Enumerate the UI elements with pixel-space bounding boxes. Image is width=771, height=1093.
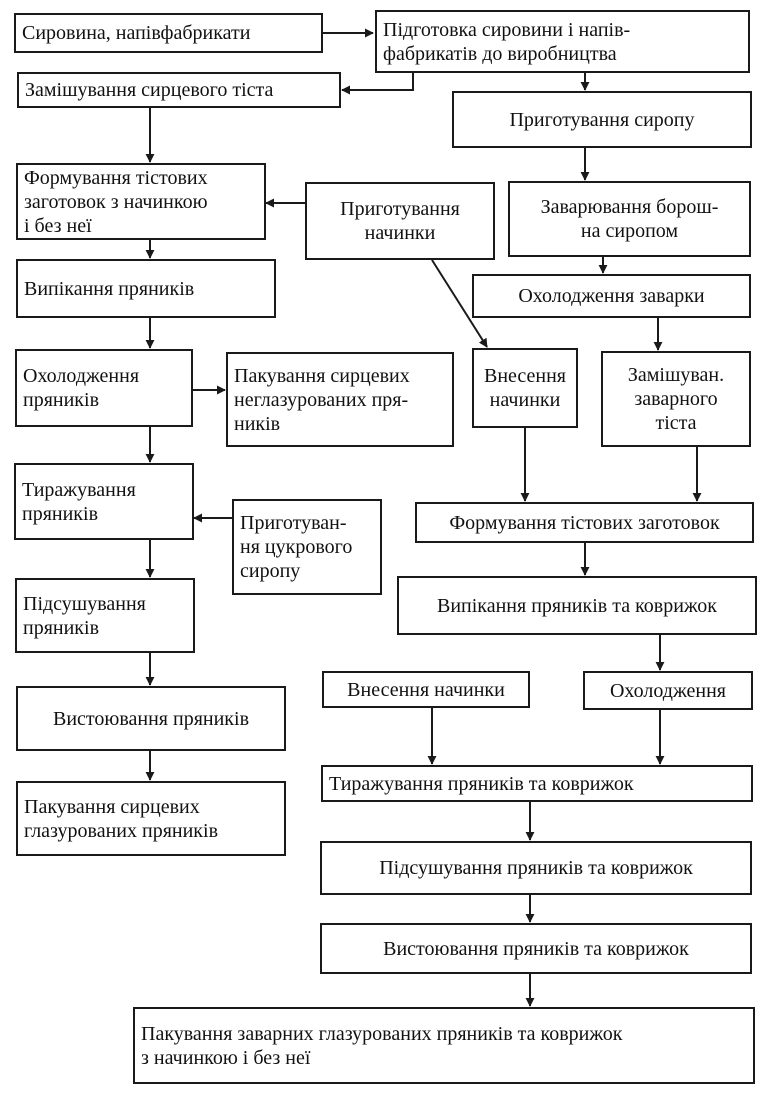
node-syrup-prep-label: Приготування сиропу bbox=[509, 108, 695, 131]
node-resting-right-label: Вистоювання пряників та коврижок bbox=[383, 937, 689, 960]
node-mixing-brewed-label: Замішуван. заварного тіста bbox=[627, 364, 725, 434]
node-baking-left-label: Випікання пряників bbox=[24, 277, 195, 300]
node-drying-left: Підсушування пряників bbox=[15, 578, 195, 653]
node-resting-left-label: Вистоювання пряників bbox=[52, 707, 250, 730]
node-cooling-brew-label: Охолодження заварки bbox=[518, 285, 705, 307]
node-cooling-right-label: Охолодження bbox=[609, 679, 727, 702]
node-raw-materials-label: Сировина, напівфабрикати bbox=[22, 22, 251, 44]
node-mixing-raw-dough: Замішування сирцевого тіста bbox=[17, 72, 341, 108]
node-mixing-raw-dough-label: Замішування сирцевого тіста bbox=[25, 79, 274, 101]
node-forming-left: Формування тістових заготовок з начинкою… bbox=[16, 163, 266, 240]
node-raw-materials: Сировина, напівфабрикати bbox=[14, 13, 323, 53]
node-brewing-flour-label: Заварювання борош- на сиропом bbox=[540, 196, 719, 242]
node-resting-right: Вистоювання пряників та коврижок bbox=[320, 923, 752, 974]
node-baking-left: Випікання пряників bbox=[16, 259, 276, 318]
node-glazing-left: Тиражування пряників bbox=[14, 463, 194, 540]
node-cooling-left: Охолодження пряників bbox=[15, 349, 193, 427]
node-filling-prep: Приготування начинки bbox=[305, 182, 495, 260]
node-drying-right: Підсушування пряників та коврижок bbox=[320, 841, 752, 895]
arrow-preparation-to-mixing bbox=[341, 73, 414, 95]
node-forming-right-label: Формування тістових заготовок bbox=[449, 511, 720, 534]
node-cooling-right: Охолодження bbox=[583, 671, 753, 710]
node-cooling-brew: Охолодження заварки bbox=[472, 274, 751, 318]
node-glazing-left-label: Тиражування пряників bbox=[22, 478, 136, 525]
node-resting-left: Вистоювання пряників bbox=[16, 686, 286, 751]
node-adding-filling-1: Внесення начинки bbox=[472, 348, 578, 428]
node-packing-glazed-raw: Пакування сирцевих глазурованих пряників bbox=[16, 781, 286, 856]
node-cooling-left-label: Охолодження пряників bbox=[23, 365, 140, 411]
node-glazing-right: Тиражування пряників та коврижок bbox=[321, 765, 753, 802]
node-forming-left-label: Формування тістових заготовок з начинкою… bbox=[24, 166, 208, 237]
node-preparation-label: Підготовка сировини і напів- фабрикатів … bbox=[383, 18, 631, 65]
node-baking-right-label: Випікання пряників та коврижок bbox=[437, 594, 717, 617]
node-filling-prep-label: Приготування начинки bbox=[340, 198, 460, 244]
node-mixing-brewed: Замішуван. заварного тіста bbox=[601, 351, 751, 447]
node-adding-filling-2-label: Внесення начинки bbox=[347, 678, 505, 701]
node-baking-right: Випікання пряників та коврижок bbox=[397, 576, 757, 635]
node-preparation: Підготовка сировини і напів- фабрикатів … bbox=[375, 10, 750, 73]
node-packing-unglazed: Пакування сирцевих неглазурованих пря- н… bbox=[226, 352, 454, 447]
node-adding-filling-1-label: Внесення начинки bbox=[483, 365, 567, 411]
node-glazing-right-label: Тиражування пряників та коврижок bbox=[329, 772, 634, 795]
node-adding-filling-2: Внесення начинки bbox=[322, 671, 530, 708]
node-forming-right: Формування тістових заготовок bbox=[415, 502, 754, 543]
node-packing-glazed-raw-label: Пакування сирцевих глазурованих пряників bbox=[24, 795, 219, 842]
node-drying-right-label: Підсушування пряників та коврижок bbox=[379, 857, 693, 879]
node-sugar-syrup: Приготуван- ня цукрового сиропу bbox=[232, 499, 382, 595]
node-packing-final: Пакування заварних глазурованих пряників… bbox=[133, 1007, 755, 1084]
node-packing-final-label: Пакування заварних глазурованих пряників… bbox=[141, 1022, 623, 1069]
node-drying-left-label: Підсушування пряників bbox=[23, 592, 146, 639]
node-sugar-syrup-label: Приготуван- ня цукрового сиропу bbox=[240, 512, 353, 582]
node-syrup-prep: Приготування сиропу bbox=[452, 91, 752, 148]
node-brewing-flour: Заварювання борош- на сиропом bbox=[508, 181, 751, 257]
node-packing-unglazed-label: Пакування сирцевих неглазурованих пря- н… bbox=[234, 364, 410, 435]
